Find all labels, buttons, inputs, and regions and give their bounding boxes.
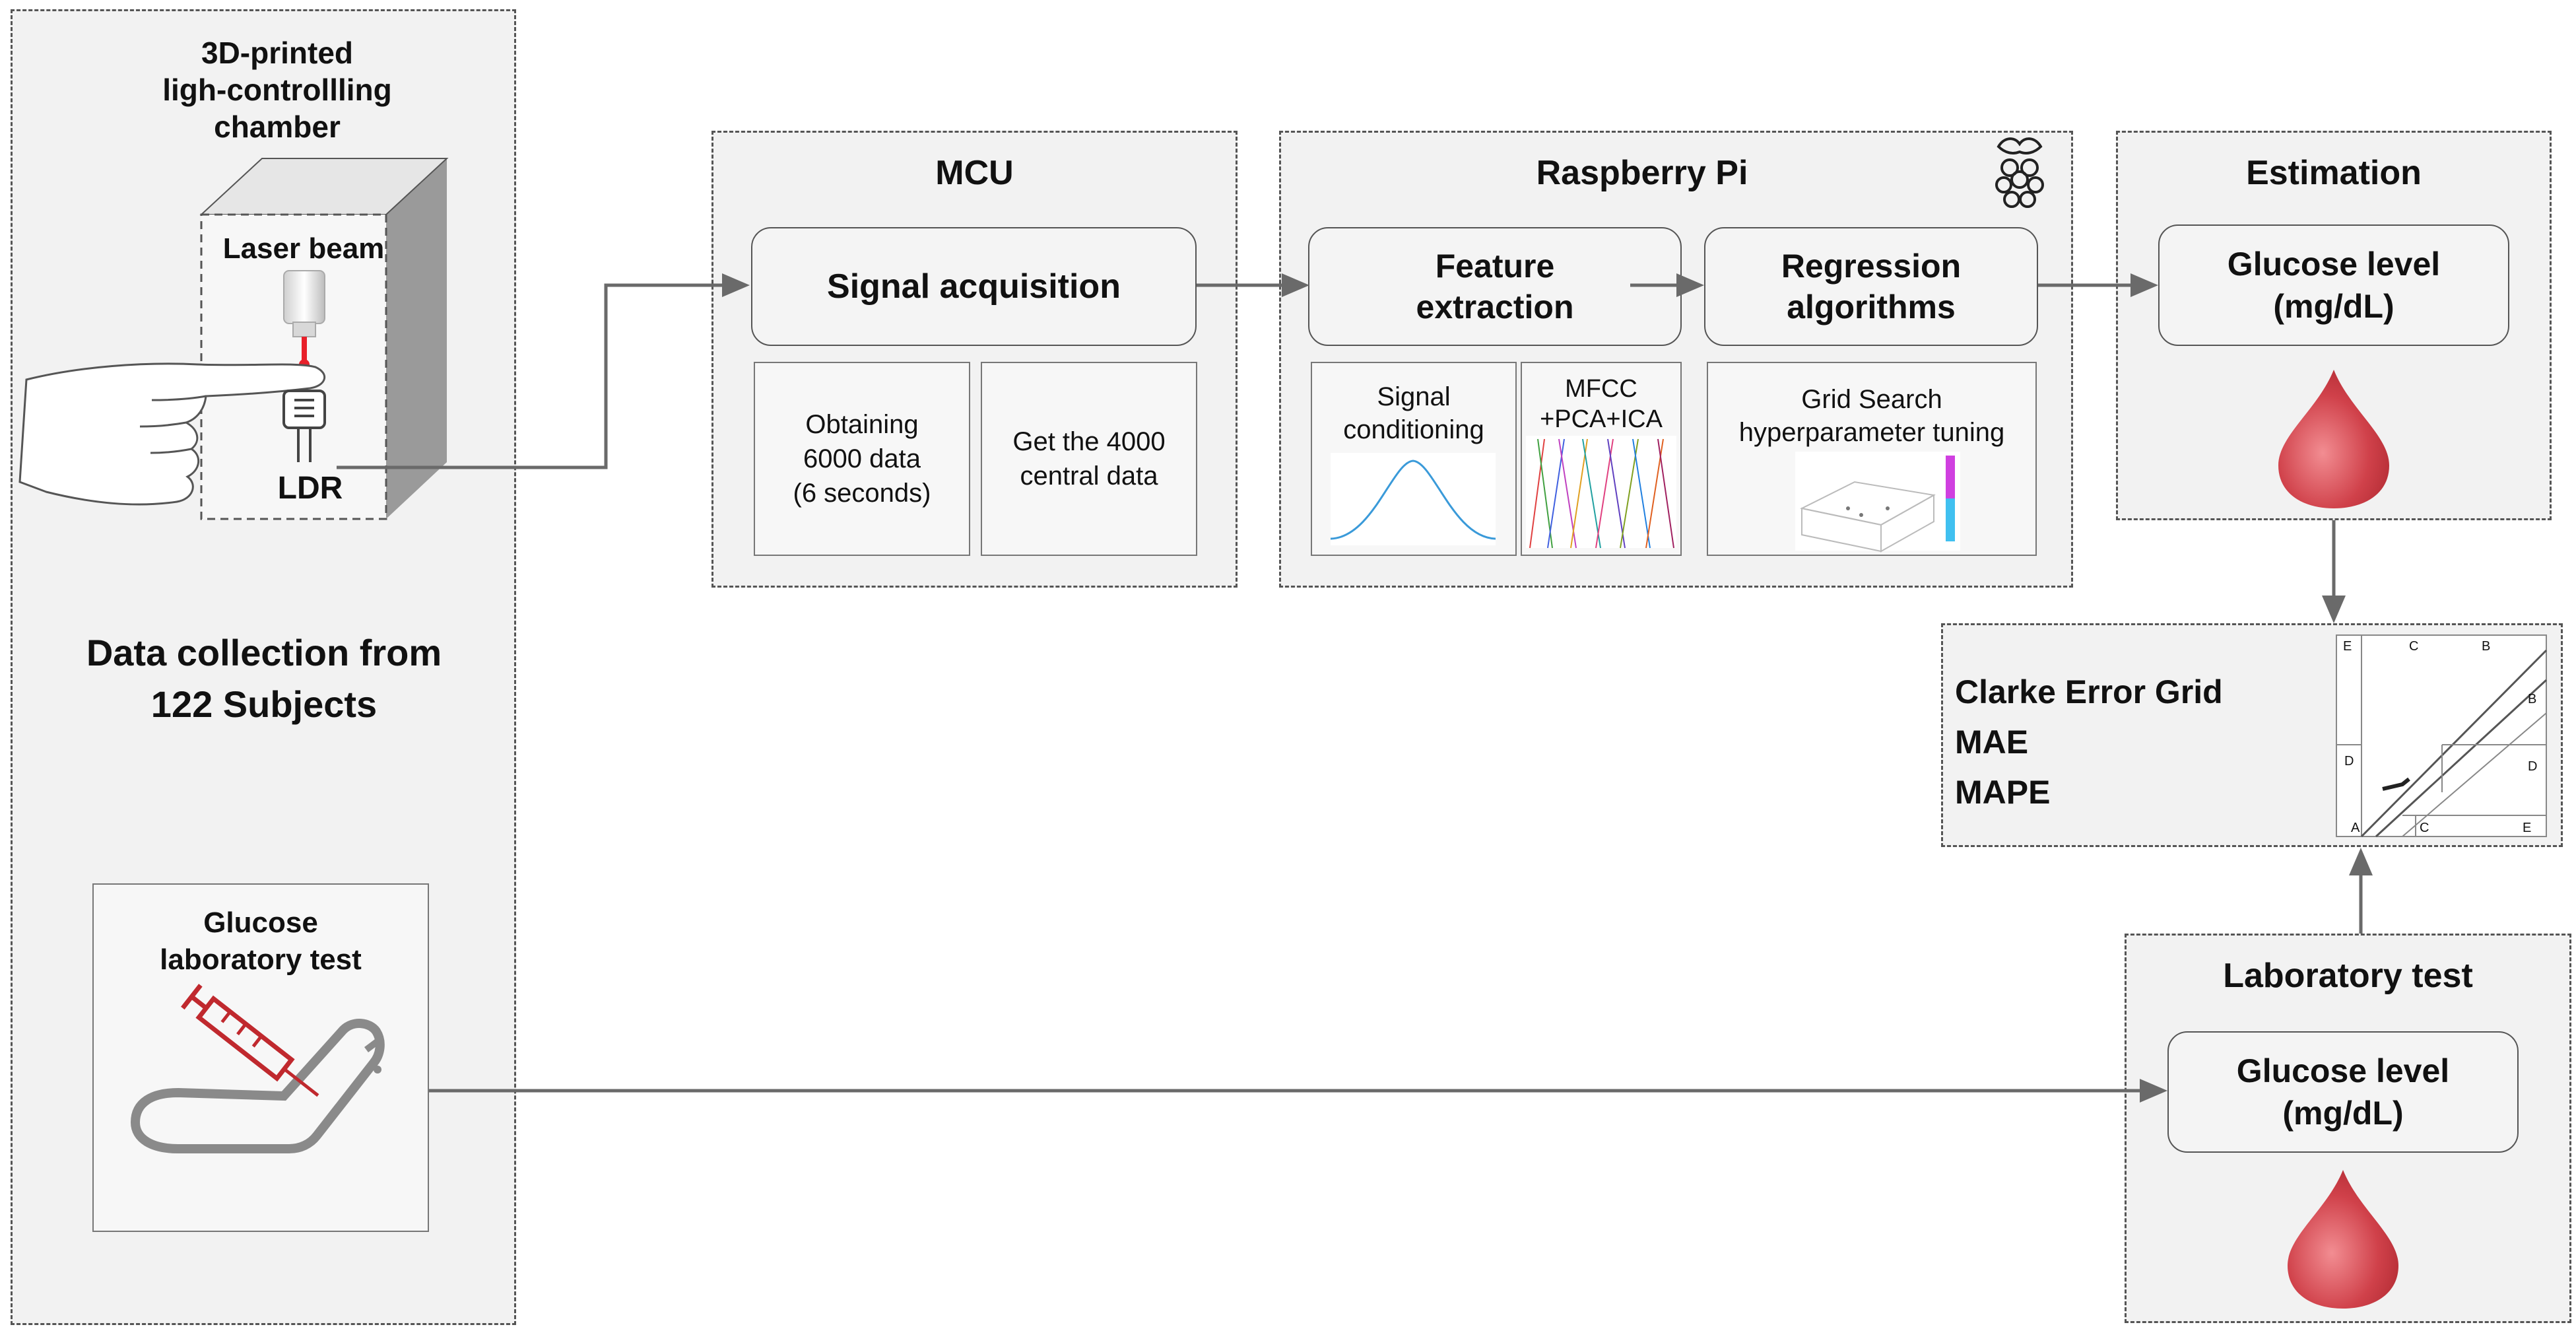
- signal-conditioning-plot: [1330, 453, 1496, 545]
- data-collection-label: Data collection from 122 Subjects: [86, 632, 442, 725]
- mcu-title: MCU: [935, 154, 1014, 192]
- estimation-glucose-box: Glucose level(mg/dL): [2158, 224, 2509, 346]
- estimation-title: Estimation: [2246, 154, 2422, 192]
- clarke-error-grid-label: Clarke Error Grid: [1955, 673, 2223, 710]
- mae-label: MAE: [1955, 724, 2029, 761]
- clarke-grid-letter: A: [2351, 821, 2360, 835]
- clarke-grid-letter: B: [2482, 639, 2491, 654]
- metrics-list: Clarke Error Grid MAE MAPE: [1955, 667, 2223, 817]
- clarke-grid-letter: D: [2528, 759, 2538, 774]
- grid-search-plot: [1795, 452, 1960, 553]
- clarke-grid-letter: D: [2344, 754, 2354, 768]
- laser-beam-label: Laser beam: [222, 232, 385, 265]
- mfcc-plot: [1526, 436, 1676, 549]
- clarke-grid-letter: C: [2409, 639, 2419, 654]
- clarke-grid-letter: B: [2528, 692, 2537, 706]
- laboratory-test-title: Laboratory test: [2223, 957, 2473, 995]
- lab-glucose-box: Glucose level(mg/dL): [2167, 1031, 2519, 1153]
- ldr-label: LDR: [277, 471, 343, 506]
- clarke-grid-letter: C: [2420, 821, 2429, 835]
- signal-acquisition-box: Signal acquisition: [751, 227, 1197, 346]
- clarke-grid-letter: E: [2523, 821, 2532, 835]
- raspberry-pi-title: Raspberry Pi: [1536, 154, 1748, 192]
- chamber-label: 3D-printed ligh-controllling chamber: [162, 36, 392, 144]
- mape-label: MAPE: [1955, 774, 2051, 811]
- clarke-grid-letter: E: [2343, 639, 2352, 654]
